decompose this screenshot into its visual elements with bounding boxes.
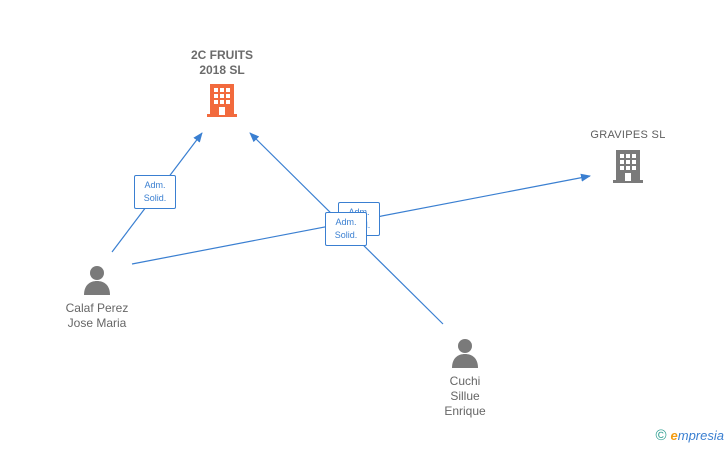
person-icon — [84, 266, 110, 295]
person-label-cuchi-sillue: Cuchi Sillue Enrique — [444, 374, 486, 418]
empresia-logo: ©empresia — [655, 427, 724, 444]
building-icon — [207, 84, 237, 117]
person-node-calaf-perez[interactable]: Calaf Perez Jose Maria — [52, 264, 142, 331]
edge-badge-calaf-2c[interactable]: Adm. Solid. — [134, 175, 176, 209]
company-label-2c-fruits: 2C FRUITS 2018 SL — [190, 48, 253, 77]
brand-initial: e — [670, 428, 678, 443]
copyright-symbol: © — [655, 427, 667, 444]
edge-badge-calaf-gravipes[interactable]: Adm. Solid. — [325, 212, 367, 246]
building-icon — [613, 150, 643, 183]
person-node-cuchi-sillue[interactable]: Cuchi Sillue Enrique — [420, 337, 510, 419]
company-node-2c-fruits[interactable]: 2C FRUITS 2018 SL — [170, 48, 274, 123]
company-label-gravipes: GRAVIPES SL — [590, 129, 666, 141]
company-node-gravipes[interactable]: GRAVIPES SL — [578, 128, 678, 189]
person-label-calaf-perez: Calaf Perez Jose Maria — [65, 301, 129, 330]
person-icon — [452, 339, 478, 368]
brand-name: mpresia — [677, 428, 724, 443]
